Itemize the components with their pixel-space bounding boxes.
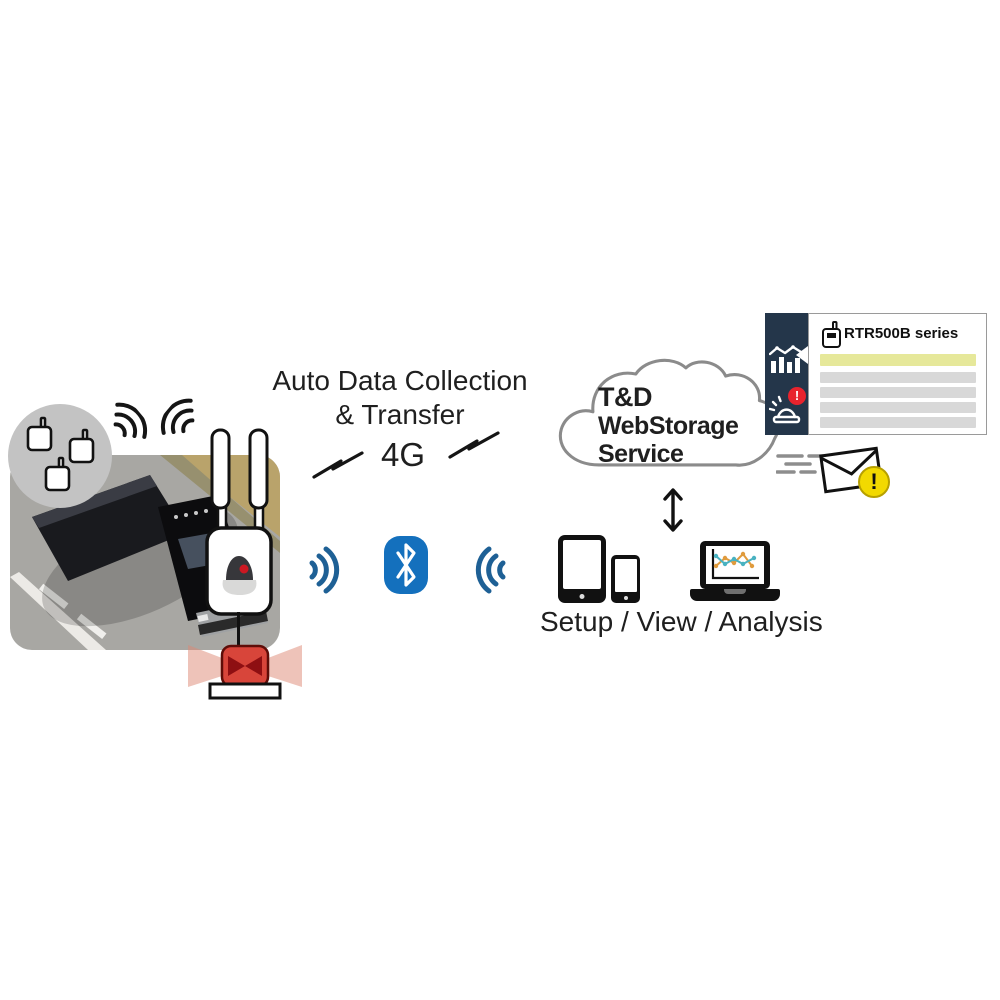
record-row <box>820 417 976 428</box>
blue-waves-right-icon <box>309 546 340 594</box>
cloud-service-name: T&D WebStorage Service <box>598 382 739 468</box>
alert-count-badge: ! <box>788 387 806 405</box>
laptop-notch <box>724 589 746 594</box>
blue-waves-left-icon <box>475 546 506 594</box>
siren-alert-icon <box>769 395 801 424</box>
laptop-icon <box>700 541 770 589</box>
devices-label: Setup / View / Analysis <box>540 606 823 637</box>
speed-lines-icon <box>776 454 825 474</box>
tablet-screen <box>563 540 601 589</box>
laptop-base <box>690 589 780 601</box>
smartphone-icon <box>611 555 640 603</box>
warning-beacon-icon <box>188 644 302 700</box>
zigzag-left-icon <box>312 451 364 479</box>
flow-label-line2: & Transfer <box>335 399 465 430</box>
zigzag-right-icon <box>448 431 500 459</box>
cloud-line1: T&D <box>598 382 653 412</box>
warning-badge: ! <box>858 466 890 498</box>
sensor-circle <box>8 404 112 508</box>
beacon-pole <box>237 612 240 652</box>
tablet-icon <box>558 535 606 603</box>
network-label: 4G <box>380 436 426 473</box>
laptop-graph <box>711 549 759 580</box>
flow-label-line1: Auto Data Collection <box>272 365 528 396</box>
base-station <box>205 428 273 616</box>
card-sidebar: ! <box>765 313 808 435</box>
smartphone-screen <box>614 559 637 592</box>
cloud-line2: WebStorage <box>598 412 739 440</box>
sync-arrow-icon <box>663 488 683 532</box>
graph-monitor-icon <box>769 345 803 373</box>
antenna-right <box>248 428 269 510</box>
logger-device-icon <box>822 321 841 348</box>
card-title: RTR500B series <box>844 325 959 342</box>
monitor-card: ! RTR500B series <box>765 313 987 435</box>
record-row <box>820 387 976 398</box>
tablet-home-button <box>579 594 585 599</box>
siren-dome-icon <box>222 556 257 595</box>
card-callout-notch <box>796 346 808 364</box>
data-logger-icons <box>26 416 95 492</box>
record-row <box>820 402 976 413</box>
flow-label: Auto Data Collection & Transfer <box>248 364 552 432</box>
laptop-display <box>706 546 764 584</box>
smartphone-home-button <box>623 596 628 600</box>
signal-waves-right-icon <box>160 398 195 435</box>
antenna-left <box>210 428 231 510</box>
signal-waves-left-icon <box>113 402 148 439</box>
cloud-line3: Service <box>598 440 684 468</box>
record-row <box>820 372 976 383</box>
card-panel: RTR500B series <box>808 313 987 435</box>
bluetooth-icon <box>384 536 428 594</box>
record-row-highlight <box>820 354 976 366</box>
